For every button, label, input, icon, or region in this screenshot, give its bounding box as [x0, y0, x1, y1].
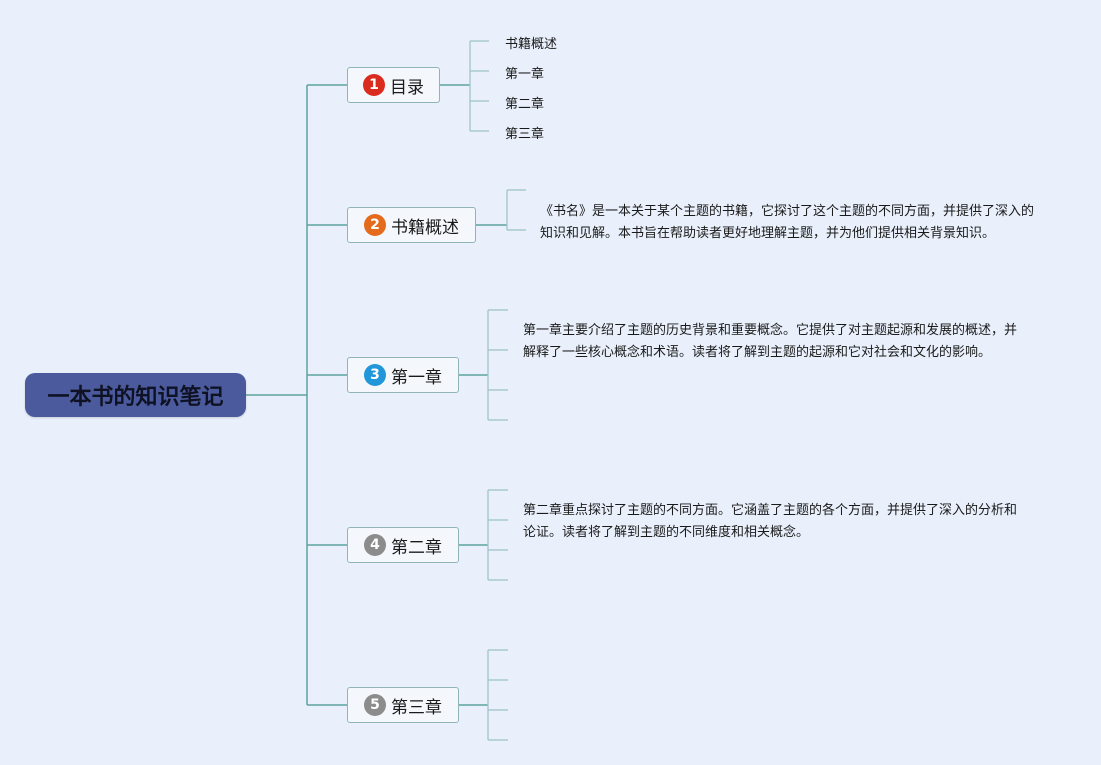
branch-chapter3[interactable]: 5 第三章: [347, 687, 459, 723]
toc-item-overview[interactable]: 书籍概述: [505, 37, 558, 52]
branch-label: 目录: [390, 77, 424, 98]
branch-chapter1[interactable]: 3 第一章: [347, 357, 459, 393]
number-badge-icon: 5: [364, 694, 386, 716]
toc-item-chapter1[interactable]: 第一章: [505, 67, 545, 82]
branch-toc[interactable]: 1 目录: [347, 67, 440, 103]
number-badge-icon: 3: [364, 364, 386, 386]
toc-item-chapter3[interactable]: 第三章: [505, 127, 545, 142]
branch-label: 第二章: [391, 537, 442, 558]
branch-label: 第三章: [391, 697, 442, 718]
branch-chapter2[interactable]: 4 第二章: [347, 527, 459, 563]
number-badge-icon: 1: [363, 74, 385, 96]
branch-label: 第一章: [391, 367, 442, 388]
chapter2-summary[interactable]: 第二章重点探讨了主题的不同方面。它涵盖了主题的各个方面，并提供了深入的分析和论证…: [523, 503, 1018, 540]
chapter1-summary[interactable]: 第一章主要介绍了主题的历史背景和重要概念。它提供了对主题起源和发展的概述，并解释…: [523, 323, 1018, 360]
number-badge-icon: 4: [364, 534, 386, 556]
root-topic-label: 一本书的知识笔记: [47, 385, 224, 410]
toc-item-chapter2[interactable]: 第二章: [505, 97, 545, 112]
root-topic[interactable]: 一本书的知识笔记: [25, 373, 246, 417]
branch-label: 书籍概述: [391, 217, 459, 238]
branch-overview[interactable]: 2 书籍概述: [347, 207, 476, 243]
overview-summary[interactable]: 《书名》是一本关于某个主题的书籍，它探讨了这个主题的不同方面，并提供了深入的知识…: [540, 204, 1035, 241]
number-badge-icon: 2: [364, 214, 386, 236]
